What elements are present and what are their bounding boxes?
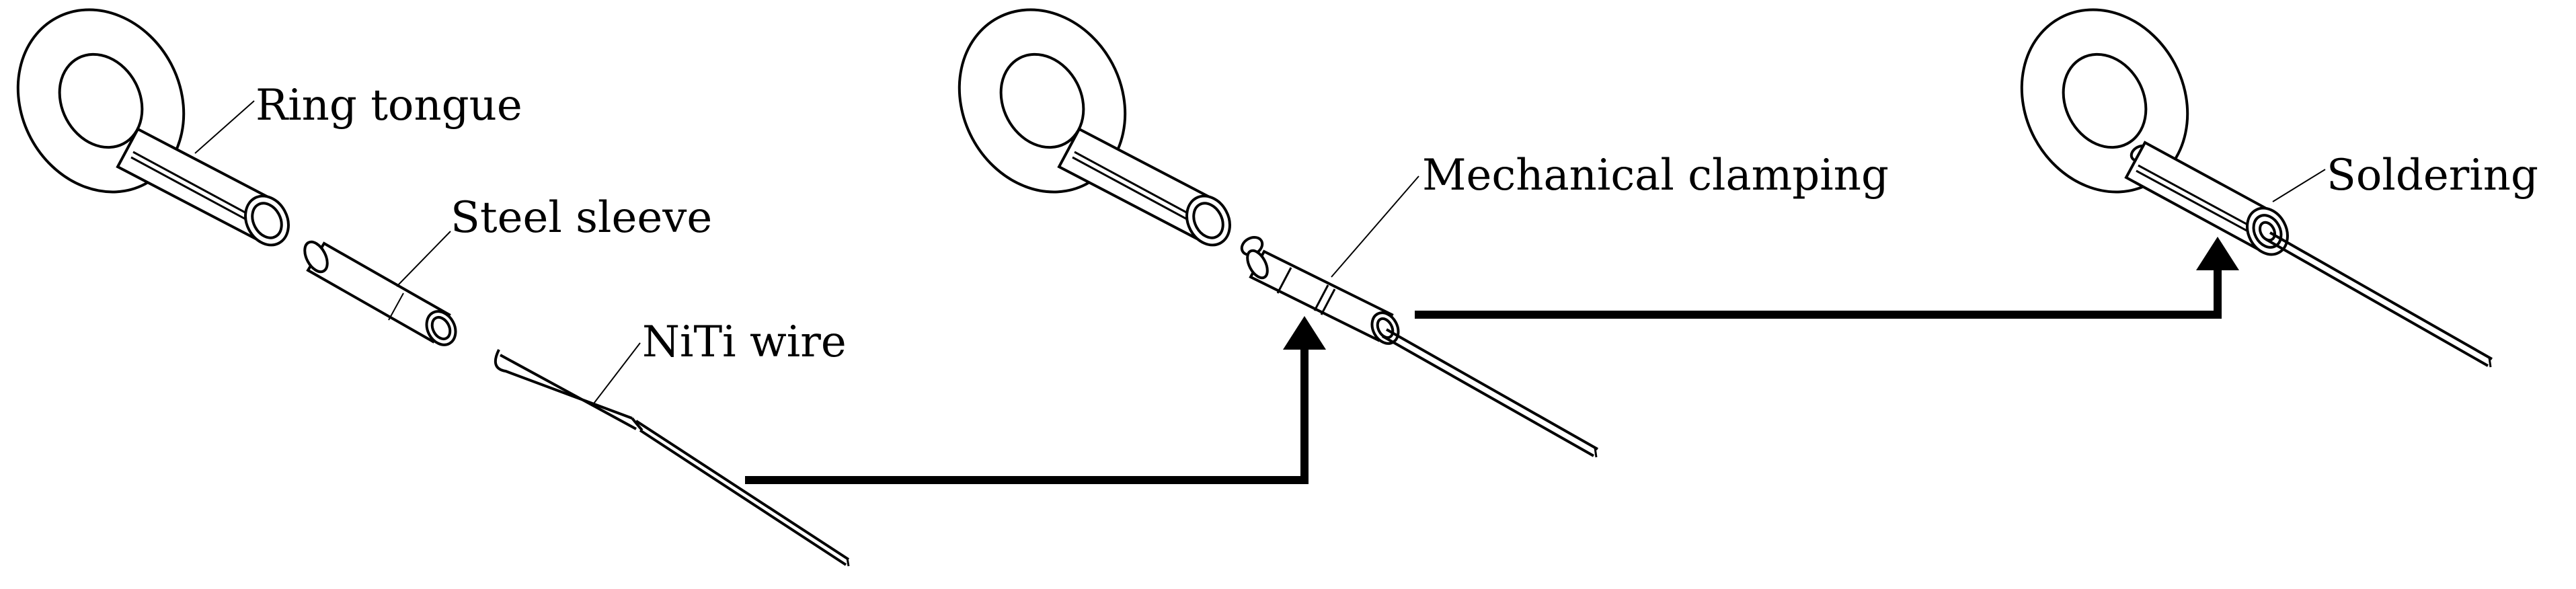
mechanical-clamping-label: Mechanical clamping [1422,151,1889,200]
arrow-stage1-to-stage2-head [1283,316,1326,350]
steel-sleeve-part [303,240,457,346]
ring-tongue-part-stage2 [958,8,1231,247]
clamped-sleeve-assembly [1240,236,1598,458]
steel-sleeve-leader [396,231,451,287]
arrow-stage1-to-stage2 [745,350,1309,484]
stage-1-exploded-parts: Ring tongue Steel sleeve NiTi wire [16,8,850,567]
niti-wire-leader [591,342,641,407]
ring-tongue-inner-hole [58,52,144,149]
steel-sleeve-label: Steel sleeve [451,193,712,243]
soldering-leader [2272,169,2326,202]
soldering-label: Soldering [2327,151,2538,200]
niti-wire-part [494,349,850,567]
arrow-stage2-to-stage3-head [2196,237,2239,270]
stage-2-clamping: Mechanical clamping [958,8,1889,458]
niti-wire-label: NiTi wire [642,317,847,367]
ring-tongue-label: Ring tongue [256,81,522,130]
soldered-ring-tongue [2020,8,2493,368]
arrow-stage2-to-stage3 [1415,270,2222,319]
ring-tongue-leader [194,100,255,154]
stage-3-soldering: Soldering [2020,8,2538,368]
mechanical-clamping-leader [1331,175,1419,278]
ring-tongue-part [16,8,290,247]
